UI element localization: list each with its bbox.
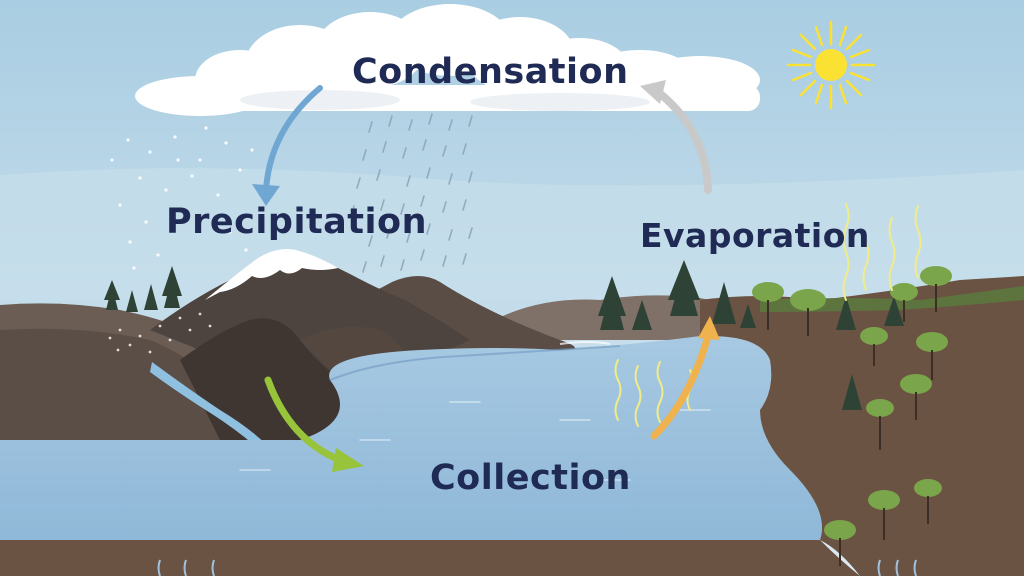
label-evaporation: Evaporation: [640, 216, 870, 255]
sun-icon: [786, 20, 876, 110]
lake: [0, 335, 822, 540]
arrow-icon: [650, 316, 720, 440]
tree-icon: [104, 266, 182, 312]
snow-icon: [110, 126, 254, 270]
label-collection: Collection: [430, 458, 631, 498]
arrow-icon: [640, 80, 712, 194]
arrow-icon: [252, 85, 323, 206]
arrow-icon: [264, 376, 364, 472]
label-condensation: Condensation: [352, 52, 629, 92]
right-shore: [700, 276, 1024, 576]
label-precipitation: Precipitation: [166, 202, 427, 242]
vapor-icon: [157, 559, 917, 576]
rain-icon: [350, 113, 473, 273]
vapor-icon: [614, 203, 922, 427]
tree-icon: [752, 266, 952, 540]
